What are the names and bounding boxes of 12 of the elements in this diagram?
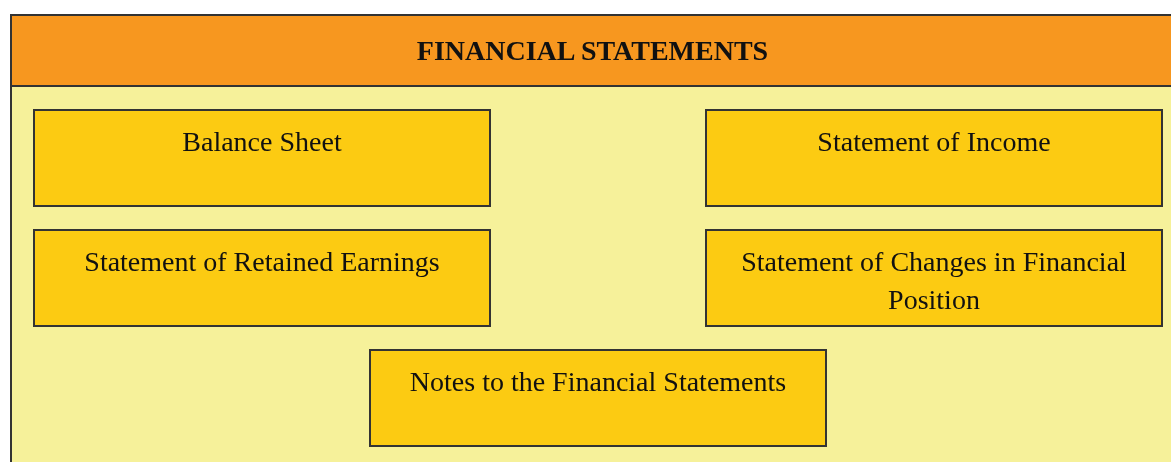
heading: FINANCIAL STATEMENTS xyxy=(12,16,1171,87)
statement-box xyxy=(33,229,491,327)
box-label: Notes to the Financial Statements xyxy=(409,366,787,397)
statement-box xyxy=(33,109,491,207)
box-label: Balance Sheet xyxy=(182,126,342,157)
box-label: Statement of Income xyxy=(817,126,1051,157)
box-label: Statement of Changes in Financial Position xyxy=(741,246,1127,315)
statement-box xyxy=(705,229,1163,327)
statement-box xyxy=(705,109,1163,207)
panel xyxy=(10,14,1171,462)
box-label: Statement of Retained Earnings xyxy=(84,246,440,277)
statement-box xyxy=(369,349,827,447)
